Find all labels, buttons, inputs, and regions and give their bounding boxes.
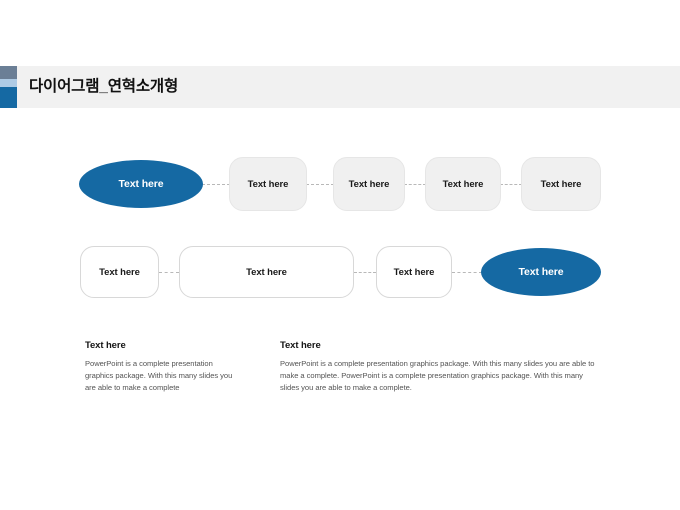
copy-block-left: Text here PowerPoint is a complete prese… <box>85 340 233 393</box>
accent-band-top <box>0 66 17 79</box>
connector-r1-1 <box>202 184 230 185</box>
connector-r1-2 <box>306 184 334 185</box>
diagram-node-r1-1[interactable]: Text here <box>79 160 203 208</box>
diagram-node-r1-2[interactable]: Text here <box>229 157 307 211</box>
copy-right-body: PowerPoint is a complete presentation gr… <box>280 359 595 392</box>
node-label: Text here <box>442 178 484 190</box>
diagram-node-r2-4[interactable]: Text here <box>481 248 601 296</box>
connector-r2-3 <box>452 272 482 273</box>
copy-left-body: PowerPoint is a complete presentation gr… <box>85 359 233 392</box>
node-label: Text here <box>118 178 164 190</box>
connector-r2-2 <box>354 272 376 273</box>
accent-band-middle <box>0 79 17 87</box>
copy-left-heading: Text here <box>85 340 126 351</box>
node-label: Text here <box>246 266 287 278</box>
diagram-node-r2-2[interactable]: Text here <box>179 246 354 298</box>
node-label: Text here <box>518 266 564 278</box>
copy-block-right: Text here PowerPoint is a complete prese… <box>280 340 600 393</box>
header-accent-stripe <box>0 66 17 108</box>
diagram-node-r1-3[interactable]: Text here <box>333 157 405 211</box>
diagram-node-r1-5[interactable]: Text here <box>521 157 601 211</box>
connector-r1-3 <box>404 184 426 185</box>
connector-r2-1 <box>159 272 179 273</box>
page-title: 다이어그램_연혁소개형 <box>29 78 179 95</box>
diagram-node-r2-1[interactable]: Text here <box>80 246 159 298</box>
node-label: Text here <box>348 178 390 190</box>
header-bar <box>0 66 680 108</box>
accent-band-bottom <box>0 87 17 108</box>
diagram-node-r1-4[interactable]: Text here <box>425 157 501 211</box>
node-label: Text here <box>99 266 140 278</box>
connector-r1-4 <box>500 184 522 185</box>
copy-right-heading: Text here <box>280 340 321 351</box>
node-label: Text here <box>247 178 289 190</box>
diagram-node-r2-3[interactable]: Text here <box>376 246 452 298</box>
node-label: Text here <box>393 266 435 278</box>
node-label: Text here <box>540 178 582 190</box>
